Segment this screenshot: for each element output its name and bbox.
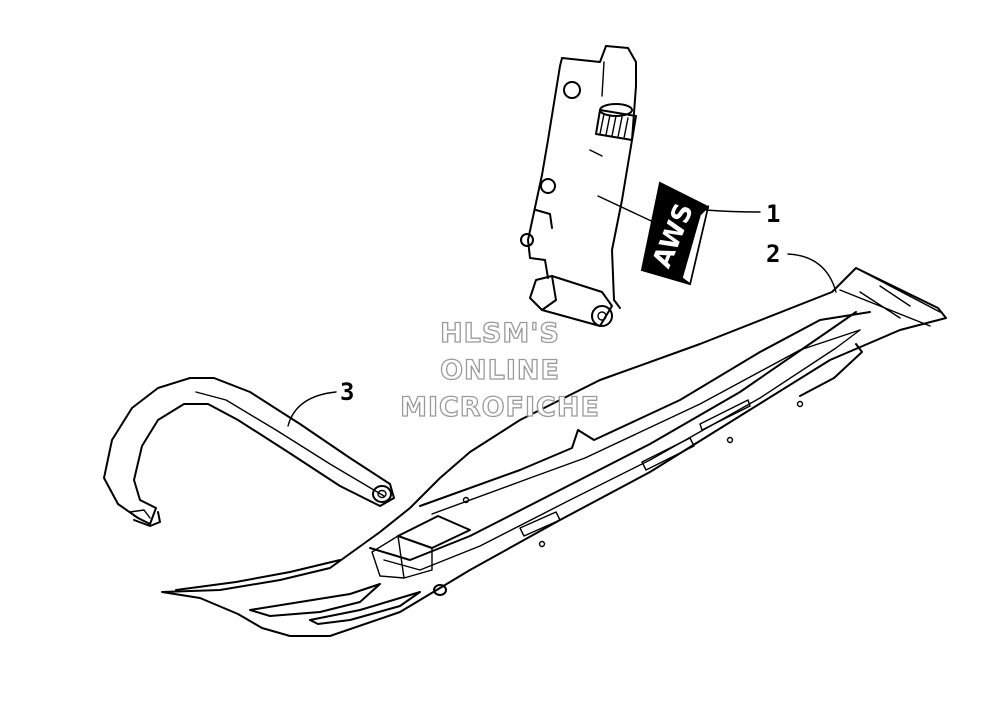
watermark-line-3: MICROFICHE [400, 392, 600, 423]
watermark-line-1: HLSM'S [440, 318, 560, 349]
watermark-line-2: ONLINE [440, 355, 560, 386]
spindle-bushing [529, 275, 613, 327]
decal-leader-line [597, 195, 663, 227]
callout-3-number: 3 [340, 378, 354, 406]
callout-3-leader [287, 391, 337, 427]
ski-body [161, 267, 947, 637]
callout-1-leader [705, 209, 761, 213]
callout-1-number: 1 [766, 200, 780, 228]
callout-2-number: 2 [766, 240, 780, 268]
callout-2-leader [787, 253, 837, 293]
watermark: HLSM'S ONLINE MICROFICHE [399, 317, 600, 423]
ski-handle [103, 377, 395, 527]
aws-decal: AWS [640, 181, 710, 286]
spindle-threaded-stud [595, 103, 637, 141]
spindle-outline [520, 45, 637, 309]
